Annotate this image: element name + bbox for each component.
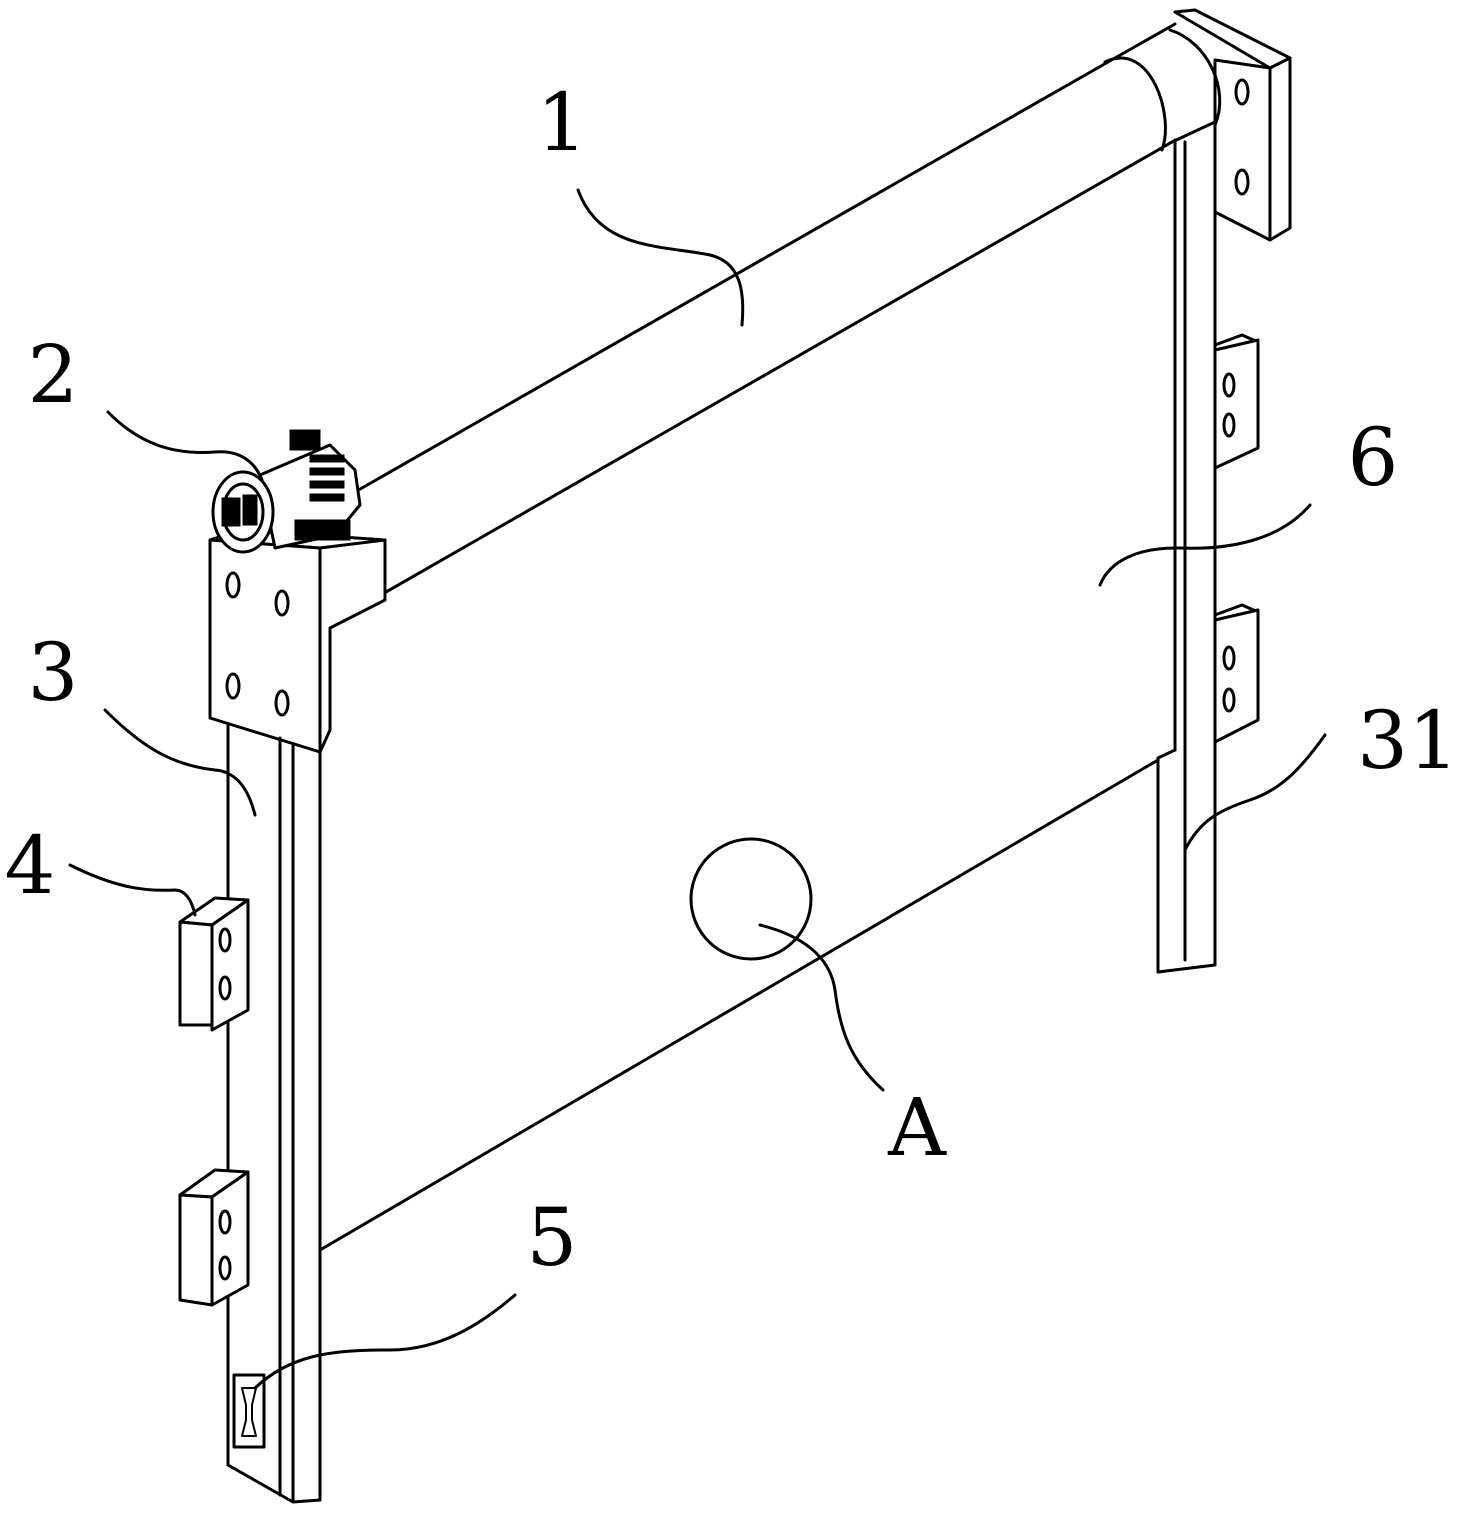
right-guide-rail	[1156, 120, 1217, 974]
leader-4	[68, 863, 197, 917]
callout-31: 31	[1357, 694, 1459, 787]
motor	[211, 429, 362, 554]
leader-5	[253, 1293, 517, 1390]
callout-3: 3	[28, 626, 79, 719]
left-bracket-upper	[178, 896, 250, 1032]
leader-3	[103, 708, 257, 817]
leader-31	[1183, 733, 1327, 852]
callout-4: 4	[5, 819, 56, 912]
sensor	[232, 1373, 266, 1449]
callout-2: 2	[28, 328, 79, 421]
right-wall-plate	[1173, 8, 1292, 242]
leader-A	[758, 923, 885, 1092]
roller-tube	[353, 22, 1222, 602]
right-bracket-lower	[1213, 603, 1260, 744]
blind-fabric	[318, 600, 1160, 1252]
callout-1: 1	[537, 76, 588, 169]
left-top-bracket	[208, 528, 387, 754]
left-bracket-lower	[178, 1168, 250, 1307]
leader-lines	[68, 188, 1327, 1390]
leader-6	[1098, 503, 1312, 587]
callout-5: 5	[527, 1191, 578, 1284]
callout-6: 6	[1348, 411, 1399, 504]
detail-circle	[689, 837, 813, 961]
leader-1	[576, 188, 745, 327]
callout-A: A	[887, 1081, 947, 1174]
leader-2	[106, 410, 264, 482]
right-bracket-upper	[1213, 333, 1260, 470]
callout-labels: 1 2 3 4 5 6 31 A	[5, 76, 1459, 1284]
